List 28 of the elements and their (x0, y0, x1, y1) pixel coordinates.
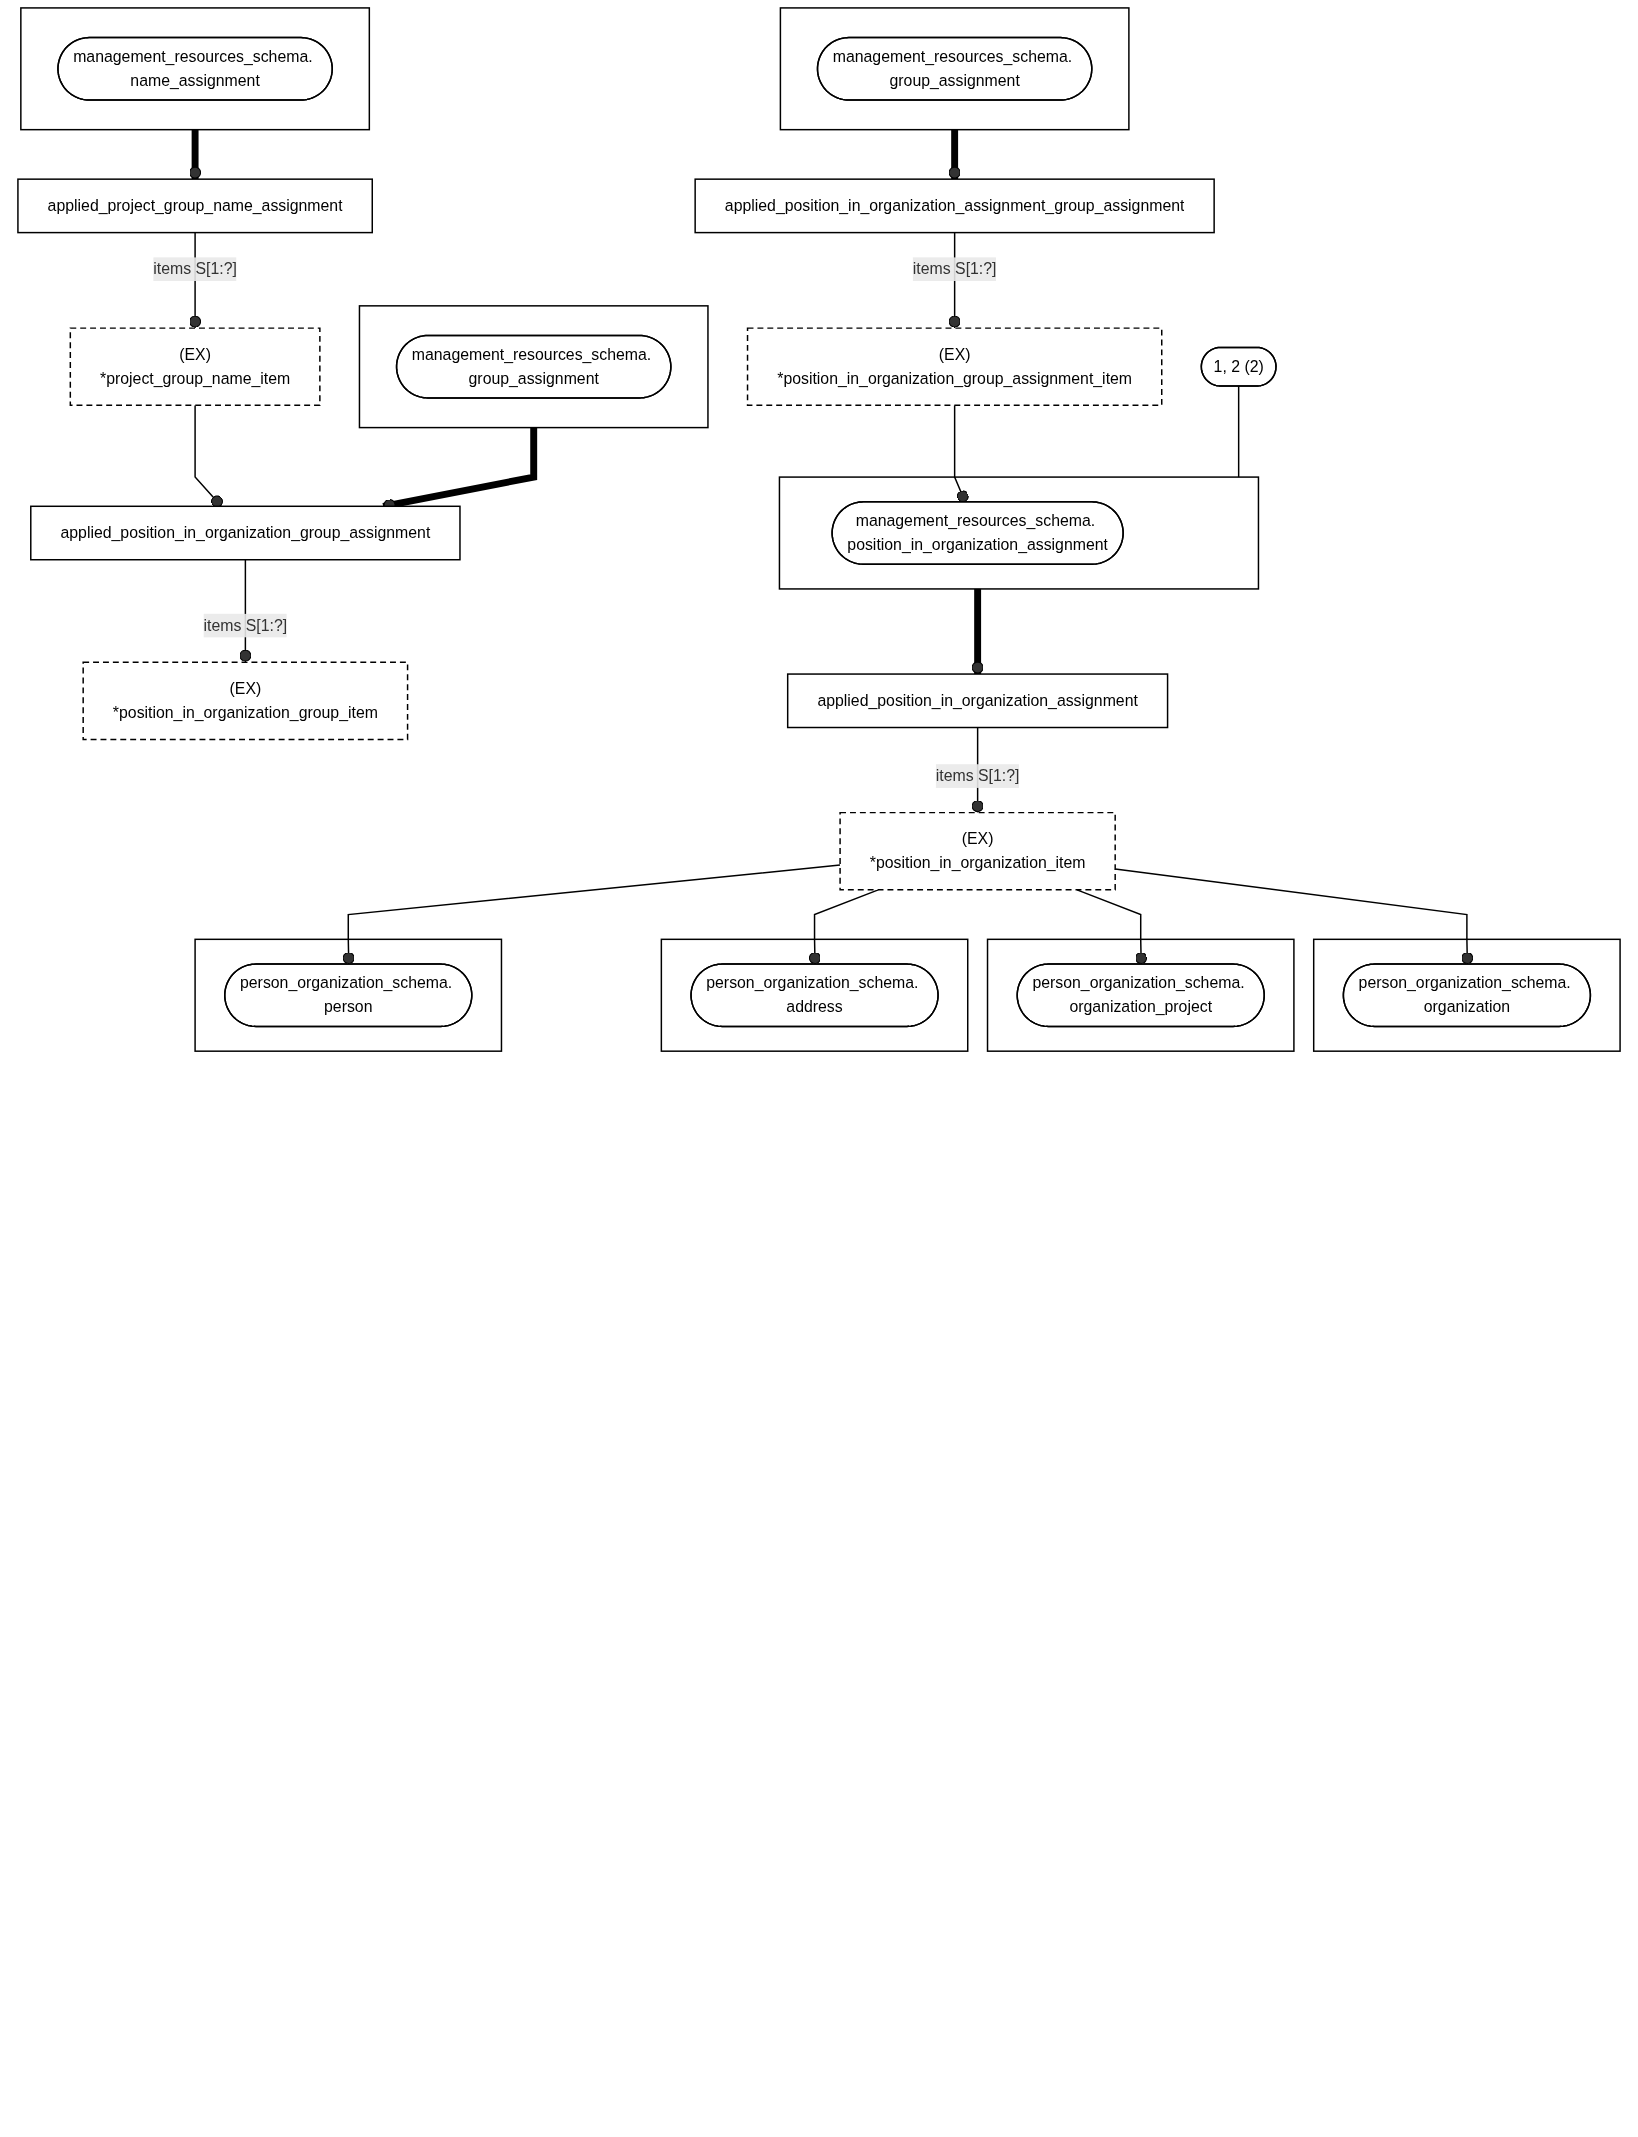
connector (808, 889, 879, 966)
connector (948, 129, 961, 180)
node-box: (EX) *position_in_organization_group_item (82, 661, 409, 741)
connector (1237, 385, 1240, 478)
edge-label: items S[1:?] (935, 767, 1020, 784)
node-box: applied_position_in_organization_assignment (786, 673, 1169, 729)
cluster (194, 938, 503, 1052)
edge-label: items S[1:?] (153, 260, 237, 278)
node-box: applied_position_in_organization_group_assignment (30, 505, 461, 561)
edge-label: items S[1:?] (203, 616, 288, 634)
cluster (778, 476, 1260, 590)
connector (189, 129, 202, 180)
connector (194, 404, 223, 508)
cluster (358, 305, 709, 429)
connector (971, 588, 984, 675)
node-box: (EX) *position_in_organization_group_assignment_item (746, 327, 1163, 407)
cluster (779, 7, 1130, 131)
node-box: applied_project_group_name_assignment (17, 178, 373, 234)
cluster (1312, 938, 1621, 1052)
node-box: (EX) *position_in_organization_item (839, 811, 1116, 891)
connector (342, 864, 841, 966)
connector (1076, 889, 1148, 966)
cluster (20, 7, 371, 131)
edge-label: items S[1:?] (912, 260, 997, 278)
cluster (660, 938, 969, 1052)
node-box: applied_position_in_organization_assignment_group_assignment (694, 178, 1215, 234)
node-box: (EX) *project_group_name_item (69, 327, 321, 407)
cluster (986, 938, 1295, 1052)
